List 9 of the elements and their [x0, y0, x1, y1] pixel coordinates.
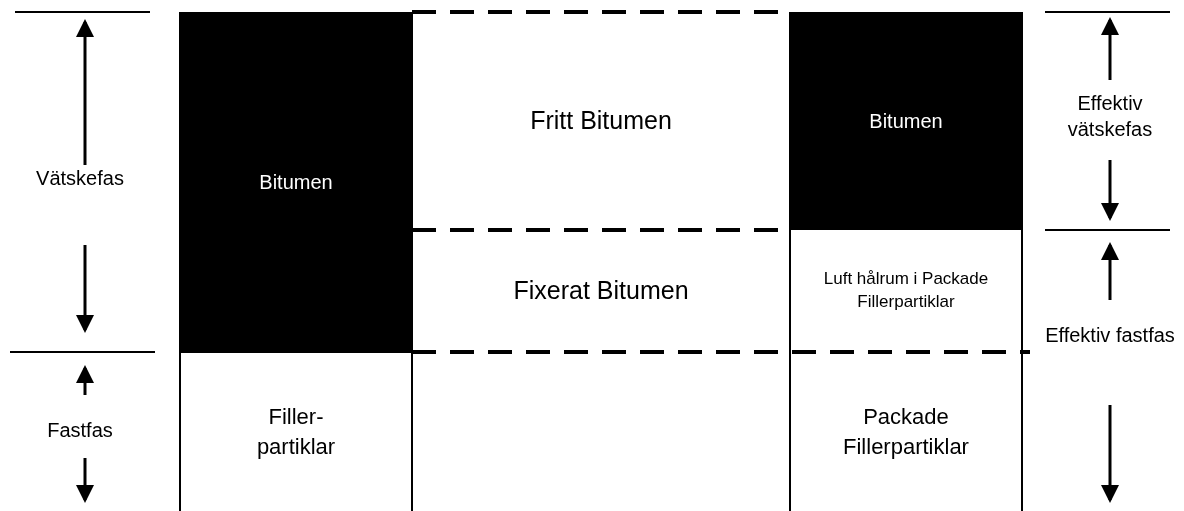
region-label: Luft hålrum i Packade Fillerpartiklar [822, 268, 990, 313]
phase-block [790, 12, 1022, 230]
region-label: Bitumen [259, 169, 333, 195]
region-label: Fritt Bitumen [530, 105, 672, 137]
phase-block [180, 12, 412, 352]
region-label: Bitumen [869, 108, 943, 134]
region-label: Packade Fillerpartiklar [842, 402, 970, 461]
region-label: Fixerat Bitumen [513, 275, 689, 307]
region-label: Filler- partiklar [255, 402, 337, 461]
